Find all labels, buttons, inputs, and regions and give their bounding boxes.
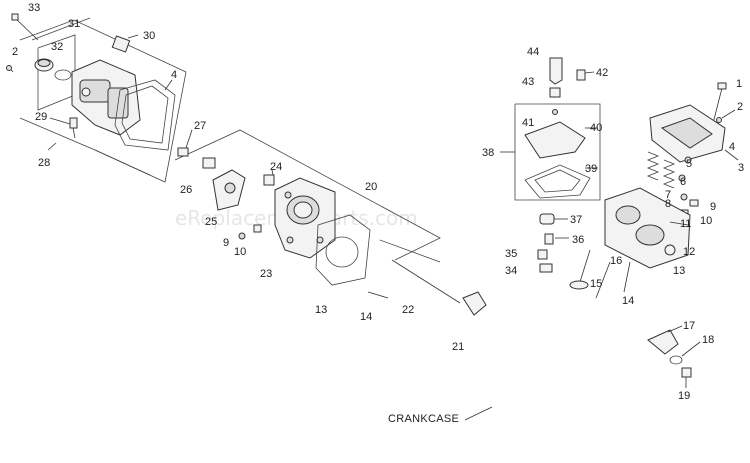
label-7: 7 [665, 189, 671, 201]
label-5: 5 [686, 158, 692, 170]
label-41: 41 [522, 117, 534, 129]
part-25-plate [212, 169, 246, 211]
label-20: 20 [365, 181, 377, 193]
callout-labels: 33 2 31 32 30 4 29 28 27 26 25 24 20 9 1… [12, 2, 744, 402]
label-14-left: 14 [360, 311, 372, 323]
part-30-fitting [111, 34, 139, 53]
part-24-fitting [263, 169, 275, 186]
part-41-screw [552, 109, 558, 115]
part-19-bolt [681, 367, 692, 388]
part-12-cylinder-head-right [604, 187, 691, 269]
label-10-left: 10 [234, 246, 246, 258]
crankcase-label: CRANKCASE [388, 413, 459, 425]
label-34: 34 [505, 265, 517, 277]
part-31-o-ring [54, 69, 72, 81]
label-15: 15 [590, 278, 602, 290]
label-21: 21 [452, 341, 464, 353]
part-37-fitting [539, 213, 568, 225]
part-7-springs [646, 151, 676, 189]
part-2-screw-right [716, 109, 736, 123]
label-37: 37 [570, 214, 582, 226]
part-42-fitting [576, 69, 595, 81]
label-36: 36 [572, 234, 584, 246]
part-5 [684, 156, 692, 164]
part-22-push-rod [391, 259, 461, 304]
label-19: 19 [678, 390, 690, 402]
label-28: 28 [38, 157, 50, 169]
part-14-stud-right [623, 261, 631, 293]
part-32-oil-cap [34, 58, 54, 72]
part-15-16-valves [569, 249, 611, 299]
part-44-pipe [549, 57, 563, 85]
part-9-right [689, 199, 699, 207]
label-38: 38 [482, 147, 494, 159]
label-12: 12 [683, 246, 695, 258]
part-17-bracket [647, 325, 683, 355]
label-31: 31 [68, 18, 80, 30]
label-13-right: 13 [673, 265, 685, 277]
part-8 [680, 193, 688, 201]
part-43-clip [549, 87, 561, 98]
part-4-gasket-left [114, 79, 176, 151]
part-23-cylinder-head [274, 177, 336, 259]
part-2-screw-left [6, 65, 14, 73]
label-4-right: 4 [729, 141, 735, 153]
part-40-breather-cover [524, 121, 598, 159]
label-17: 17 [683, 320, 695, 332]
label-9-right: 9 [710, 201, 716, 213]
label-2-right: 2 [737, 101, 743, 113]
part-4-valve-cover-right [649, 104, 726, 163]
label-29: 29 [35, 111, 47, 123]
part-35-part [537, 249, 548, 260]
valve-cover-body [71, 59, 141, 136]
part-39-gasket [524, 164, 598, 199]
part-29-bolt [49, 117, 78, 139]
part-33-bolt [11, 13, 39, 41]
label-6: 6 [680, 176, 686, 188]
label-25: 25 [205, 216, 217, 228]
label-1: 1 [736, 78, 742, 90]
label-43: 43 [522, 76, 534, 88]
breather-assembly-box [500, 103, 601, 201]
label-39: 39 [585, 163, 597, 175]
label-11: 11 [680, 218, 691, 230]
label-35: 35 [505, 248, 517, 260]
label-8: 8 [665, 198, 671, 210]
part-21-tappet [462, 291, 487, 316]
leader-3 [724, 149, 739, 161]
label-18: 18 [702, 334, 714, 346]
part-27-screw [177, 129, 193, 157]
label-16: 16 [610, 255, 622, 267]
label-40: 40 [590, 122, 602, 134]
label-24: 24 [270, 161, 282, 173]
label-42: 42 [596, 67, 608, 79]
label-23: 23 [260, 268, 272, 280]
part-36-screw [544, 233, 569, 245]
part-6 [678, 174, 686, 182]
part-9-10-left [238, 224, 262, 240]
label-10-right: 10 [700, 215, 712, 227]
label-27: 27 [194, 120, 206, 132]
label-26: 26 [180, 184, 192, 196]
label-13-left: 13 [315, 304, 327, 316]
part-34-part [539, 263, 553, 273]
cylinder-head-assembly-box [174, 129, 441, 263]
part-26-block [202, 157, 216, 169]
label-44: 44 [527, 46, 539, 58]
label-2-left: 2 [12, 46, 18, 58]
label-30: 30 [143, 30, 155, 42]
label-32: 32 [51, 41, 63, 53]
label-14-right: 14 [622, 295, 634, 307]
label-33: 33 [28, 2, 40, 14]
part-14-stud-left [367, 291, 389, 299]
label-3: 3 [738, 162, 744, 174]
part-13-head-gasket-left [315, 214, 371, 286]
part-18-washer [669, 341, 701, 365]
label-4-left: 4 [171, 69, 177, 81]
label-22: 22 [402, 304, 414, 316]
label-9-left: 9 [223, 237, 229, 249]
